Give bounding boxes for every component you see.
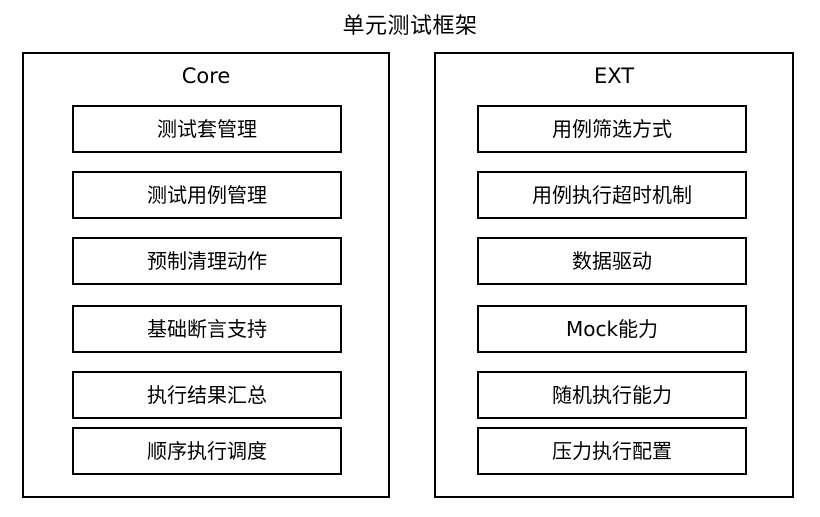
- list-item[interactable]: 随机执行能力: [477, 371, 747, 419]
- item-label: 用例执行超时机制: [532, 183, 692, 207]
- list-item[interactable]: 测试用例管理: [72, 171, 342, 219]
- item-label: 基础断言支持: [147, 317, 267, 341]
- list-item[interactable]: 基础断言支持: [72, 305, 342, 353]
- list-item[interactable]: 压力执行配置: [477, 427, 747, 475]
- item-label: 数据驱动: [572, 249, 652, 273]
- group-box-core: Core 测试套管理 测试用例管理 预制清理动作 基础断言支持 执行结果汇总 顺…: [22, 52, 390, 498]
- item-label: 用例筛选方式: [552, 117, 672, 141]
- list-item[interactable]: 测试套管理: [72, 105, 342, 153]
- list-item[interactable]: 顺序执行调度: [72, 427, 342, 475]
- group-title-core: Core: [181, 64, 231, 88]
- page-title: 单元测试框架: [342, 14, 478, 39]
- group-core-item-list: 测试套管理 测试用例管理 预制清理动作 基础断言支持 执行结果汇总 顺序执行调度: [24, 105, 388, 495]
- item-label: 顺序执行调度: [147, 439, 267, 463]
- diagram-columns: Core 测试套管理 测试用例管理 预制清理动作 基础断言支持 执行结果汇总 顺…: [22, 52, 794, 499]
- list-item[interactable]: 用例执行超时机制: [477, 171, 747, 219]
- item-label: 压力执行配置: [552, 439, 672, 463]
- item-label: 测试用例管理: [147, 183, 267, 207]
- list-item[interactable]: 预制清理动作: [72, 237, 342, 285]
- item-label: 预制清理动作: [147, 249, 267, 273]
- group-box-ext: EXT 用例筛选方式 用例执行超时机制 数据驱动 Mock能力 随机执行能力 压…: [434, 52, 794, 498]
- group-ext-item-list: 用例筛选方式 用例执行超时机制 数据驱动 Mock能力 随机执行能力 压力执行配…: [436, 105, 792, 495]
- item-label: 测试套管理: [157, 117, 257, 141]
- list-item[interactable]: 执行结果汇总: [72, 371, 342, 419]
- list-item[interactable]: 用例筛选方式: [477, 105, 747, 153]
- group-title-ext: EXT: [593, 64, 635, 88]
- item-label: 随机执行能力: [552, 383, 672, 407]
- list-item[interactable]: Mock能力: [477, 305, 747, 353]
- item-label: Mock能力: [565, 317, 659, 341]
- list-item[interactable]: 数据驱动: [477, 237, 747, 285]
- item-label: 执行结果汇总: [147, 383, 267, 407]
